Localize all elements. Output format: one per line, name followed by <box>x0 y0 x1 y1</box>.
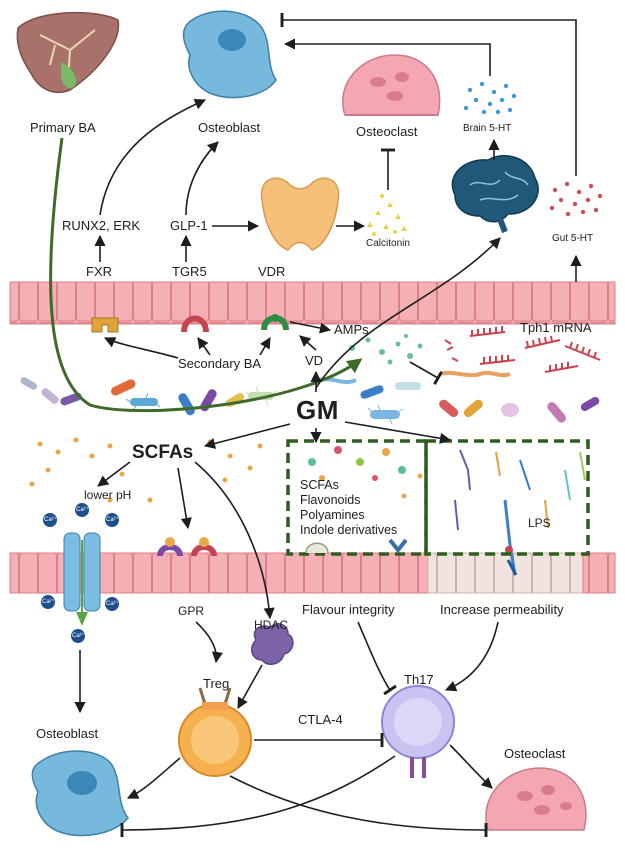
label-gut-5ht: Gut 5-HT <box>552 233 594 244</box>
epithelium-bottom <box>9 552 616 594</box>
gpr-receptor-icon <box>157 537 217 557</box>
metabolite-item: Flavonoids <box>300 493 361 507</box>
label-scfas: SCFAs <box>132 442 194 463</box>
osteoclast-icon-bottom <box>485 767 587 831</box>
osteoclast-icon-top <box>342 54 441 116</box>
th17-cell-icon <box>381 685 455 778</box>
hdac-icon <box>251 623 294 665</box>
label-treg: Treg <box>203 676 230 691</box>
calcium-ions <box>41 503 119 643</box>
label-vd: VD <box>305 353 324 368</box>
label-lps: LPS <box>528 516 551 530</box>
tph1-mrna-icon <box>444 326 601 373</box>
label-osteoclast-top: Osteoclast <box>356 124 418 139</box>
label-calcitonin: Calcitonin <box>366 238 410 249</box>
metabolite-item: Polyamines <box>300 508 365 522</box>
osteoblast-icon-bottom <box>31 750 129 837</box>
label-runx2-erk: RUNX2, ERK <box>62 218 141 233</box>
label-ca: Ca²⁺ <box>44 517 57 523</box>
lps-box <box>424 439 590 556</box>
label-ca: Ca²⁺ <box>72 633 85 639</box>
label-flavour-integrity: Flavour integrity <box>302 602 395 617</box>
label-osteoblast-top: Osteoblast <box>198 120 261 135</box>
calcitonin-dots <box>367 194 407 236</box>
label-osteoclast-bottom: Osteoclast <box>504 746 566 761</box>
receptor-icon-tgr5 <box>181 315 209 333</box>
osteoblast-icon-top <box>182 10 277 99</box>
gut-5ht-dots <box>549 181 603 217</box>
label-gm: GM <box>296 395 339 425</box>
label-tgr5: TGR5 <box>172 264 207 279</box>
label-tph1-mrna: Tph1 mRNA <box>520 320 592 335</box>
label-ca: Ca²⁺ <box>42 599 55 605</box>
label-ca: Ca²⁺ <box>76 507 89 513</box>
receptor-icon-fxr <box>91 317 119 333</box>
scfa-dots <box>29 437 423 503</box>
label-secondary-ba: Secondary BA <box>178 356 262 371</box>
label-amps: AMPs <box>334 322 369 337</box>
liver-icon <box>16 11 120 94</box>
thyroid-icon <box>260 177 340 251</box>
connector-arrows <box>49 12 582 838</box>
label-vdr: VDR <box>258 264 286 279</box>
metabolite-dots <box>308 446 406 481</box>
metabolite-box <box>286 439 428 556</box>
brain-icon <box>451 155 539 234</box>
label-lower-ph: lower pH <box>84 488 132 502</box>
label-brain-5ht: Brain 5-HT <box>463 123 512 134</box>
label-hdac: HDAC <box>254 618 289 632</box>
label-osteoblast-bottom: Osteoblast <box>36 726 99 741</box>
label-primary-ba: Primary BA <box>30 120 96 135</box>
lps-icon <box>454 449 586 576</box>
label-gpr: GPR <box>178 604 205 618</box>
label-ctla4: CTLA-4 <box>298 712 343 727</box>
label-ca: Ca²⁺ <box>106 517 119 523</box>
metabolite-item: Indole derivatives <box>300 523 398 537</box>
label-increase-permeability: Increase permeability <box>440 602 564 617</box>
amp-dots <box>349 334 423 365</box>
label-ca: Ca²⁺ <box>106 601 119 607</box>
metabolite-item: SCFAs <box>300 478 339 492</box>
treg-cell-icon <box>178 687 252 777</box>
metabolite-list: SCFAs Flavonoids Polyamines Indole deriv… <box>300 478 397 538</box>
label-fxr: FXR <box>86 264 112 279</box>
epithelium-top <box>9 281 616 325</box>
label-glp1: GLP-1 <box>170 218 208 233</box>
label-th17: Th17 <box>404 672 434 687</box>
ion-channel-icon <box>63 532 101 626</box>
receptor-icon-metabolite <box>305 538 408 554</box>
brain-5ht-dots <box>463 81 517 115</box>
receptor-icon-vdr <box>261 314 289 331</box>
